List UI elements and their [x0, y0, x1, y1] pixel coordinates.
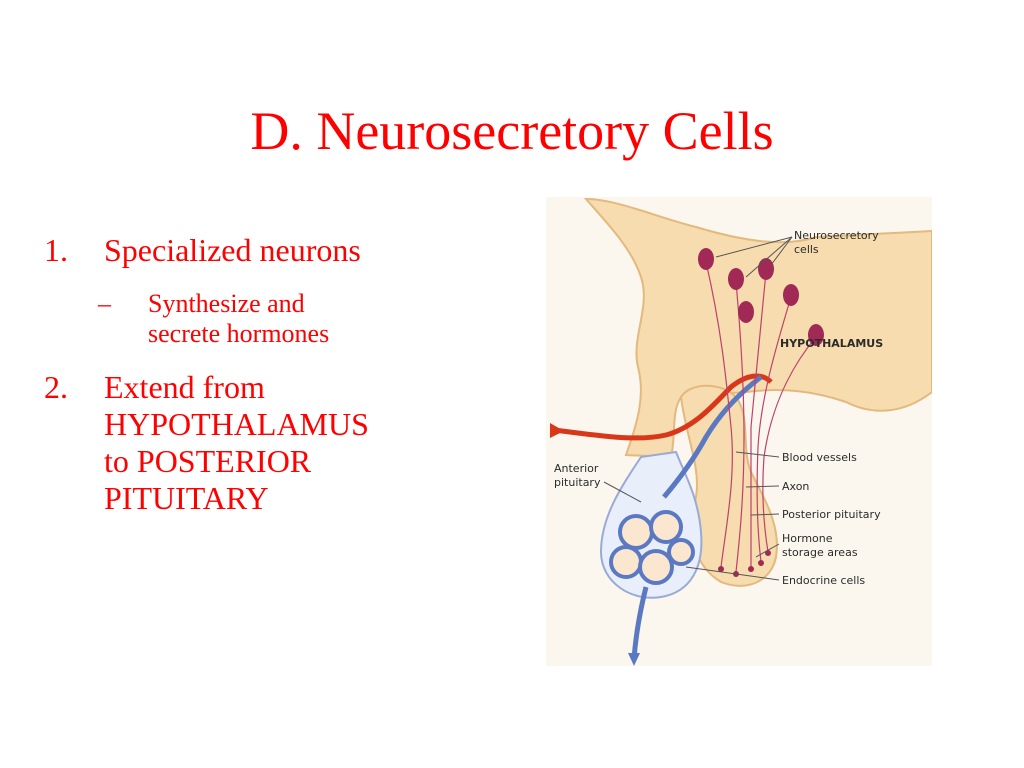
capillary-loop: [618, 514, 654, 550]
sub-bullet-dash: –: [98, 289, 111, 318]
bullet-text-2-line-4: PITUITARY: [104, 480, 269, 516]
neurosecretory-cell: [783, 284, 799, 306]
neurosecretory-cell: [758, 258, 774, 280]
bullet-number-2: 2.: [44, 369, 68, 405]
bullet-list: 1. Specialized neurons – Synthesize and …: [44, 232, 464, 517]
pituitary-diagram-svg: Neurosecretory cells HYPOTHALAMUS Anteri…: [546, 197, 932, 666]
label-axon: Axon: [782, 480, 809, 493]
bullet-text-2-line-2: HYPOTHALAMUS: [104, 406, 369, 442]
label-anterior-pituitary-line-2: pituitary: [554, 476, 601, 489]
bullet-text-1: Specialized neurons: [104, 232, 361, 268]
label-posterior-pituitary: Posterior pituitary: [782, 508, 881, 521]
sub-bullet-line-1: Synthesize and: [148, 289, 305, 318]
pituitary-diagram: Neurosecretory cells HYPOTHALAMUS Anteri…: [546, 197, 932, 666]
sub-bullet: – Synthesize and secrete hormones: [44, 289, 408, 349]
neurosecretory-cell: [738, 301, 754, 323]
capillary-loop: [649, 510, 683, 544]
slide-title: D. Neurosecretory Cells: [250, 101, 774, 161]
capillary-loop: [638, 549, 674, 585]
label-hormone-storage-line-2: storage areas: [782, 546, 858, 559]
axon-bundle: [705, 261, 817, 573]
portal-vessel: [662, 375, 763, 499]
label-neurosecretory-cells-line-2: cells: [794, 243, 819, 256]
outflow-arrowhead: [628, 653, 640, 666]
label-blood-vessels: Blood vessels: [782, 451, 857, 464]
label-hormone-storage-line-1: Hormone: [782, 532, 833, 545]
neurosecretory-cell: [728, 268, 744, 290]
neurosecretory-cell: [698, 248, 714, 270]
label-neurosecretory-cells-line-1: Neurosecretory: [794, 229, 879, 242]
capillary-loop: [667, 538, 695, 566]
capillary-loop: [609, 545, 643, 579]
bullet-text-2-line-3: to POSTERIOR: [104, 443, 312, 479]
bullet-number-1: 1.: [44, 232, 68, 268]
leader-lines: [603, 236, 793, 581]
artery-vessel: [553, 373, 773, 441]
sub-bullet-line-2: secrete hormones: [148, 319, 330, 348]
label-hypothalamus: HYPOTHALAMUS: [780, 337, 883, 350]
label-endocrine-cells: Endocrine cells: [782, 574, 865, 587]
bullet-item-2: 2. Extend from HYPOTHALAMUS to POSTERIOR…: [44, 369, 464, 517]
label-anterior-pituitary-line-1: Anterior: [554, 462, 599, 475]
neurosecretory-cell: [808, 324, 824, 346]
artery-arrowhead: [550, 423, 564, 438]
bullet-item-1: 1. Specialized neurons: [44, 232, 464, 269]
outflow-vein: [631, 586, 649, 660]
bullet-text-2-line-1: Extend from: [104, 369, 265, 405]
